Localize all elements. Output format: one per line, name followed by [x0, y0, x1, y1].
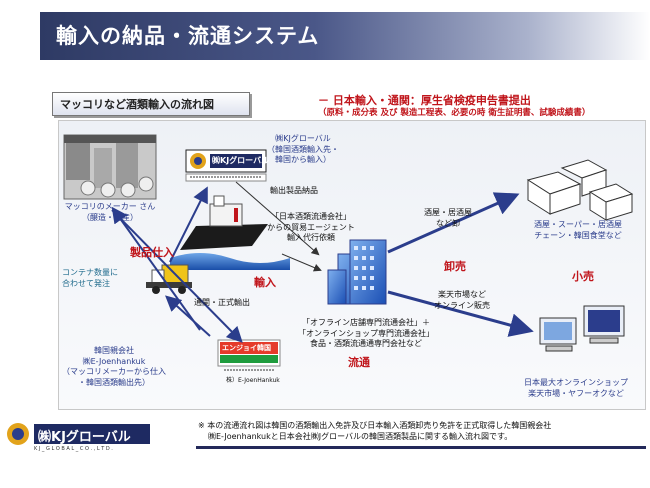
distributor-label-line1: 「オフライン店舗専門流通会社」＋: [302, 318, 430, 327]
export-label-line2: ㈱E-Joenhankuk: [82, 356, 146, 366]
wholesale-label: 卸売: [444, 260, 466, 273]
izakaya-label-line2: など卸: [436, 218, 460, 228]
export-company-label: 韓国親会社 ㈱E-Joenhankuk （マッコリメーカーから仕入 ・韓国酒類輸…: [60, 346, 168, 388]
agent-label-line1: 「日本酒類流通会社」: [271, 212, 351, 221]
rakuten-label-line2: オンライン販売: [434, 300, 490, 310]
cargo-ship-icon: [170, 195, 290, 270]
footer-logo-graphic: [7, 423, 150, 445]
agent-label-line2: からの貿易エージェント: [267, 222, 355, 232]
footer-logo-subtext: K J _ G L O B A L _ C O . , L T D .: [34, 446, 113, 452]
bottom-rule: [196, 446, 646, 449]
import-label: 輸入: [254, 276, 276, 289]
ejoen-logo-label: 株）E-JoenHankuk: [226, 377, 280, 384]
online-label-line1: 日本最大オンラインショップ: [524, 378, 628, 387]
footer-logo: ㈱KJグローバル K J _ G L O B A L _ C O . , L T…: [4, 416, 154, 456]
factory-photo: [63, 134, 157, 200]
truck-icon: [146, 264, 192, 294]
online-label-line2: 楽天市場・ヤフーオクなど: [528, 388, 624, 398]
footnote-line1: ※ 本の流通流れ図は韓国の酒類輸出入免許及び日本輸入酒類卸売り免許を正式取得した…: [198, 421, 552, 430]
container-note-line2: 合わせて発注: [62, 278, 110, 288]
container-note-line1: コンテナ数量に: [62, 268, 118, 277]
stores-label-line2: チェーン・韓国食堂など: [534, 230, 622, 240]
purchase-label: 製品仕入: [130, 246, 174, 259]
subtitle-box: [52, 92, 250, 116]
header-banner: [40, 12, 650, 60]
page-title: 輸入の納品・流通システム: [56, 24, 320, 48]
online-shop-label: 日本最大オンラインショップ 楽天市場・ヤフーオクなど: [506, 378, 646, 399]
distributor-building-icon: [327, 239, 387, 305]
stores-label-line1: 酒屋・スーパー・居酒屋: [534, 220, 622, 229]
container-note: コンテナ数量に 合わせて発注: [62, 268, 132, 289]
kj-label-line2: （韓国酒類輸入先・: [267, 144, 339, 154]
kj-global-label: ㈱KJグローバル （韓国酒類輸入先・ 韓国から輸入）: [264, 134, 342, 166]
izakaya-label: 酒屋・居酒屋 など卸: [424, 208, 472, 229]
retail-label: 小売: [572, 270, 594, 283]
kj-label-line1: ㈱KJグローバル: [275, 134, 331, 143]
export-label-line4: ・韓国酒類輸出先）: [78, 377, 150, 387]
distribution-label: 流通: [348, 356, 370, 369]
maker-label-line2: （醸造・生産）: [82, 212, 138, 222]
footnote-line2: ㈱E-Joenhankukと日本会社㈱Jグローバルの韓国酒類製品に関する輸入流れ…: [208, 432, 513, 441]
stores-icon: [526, 159, 634, 221]
customs-note-detail: （原料・成分表 及び 製造工程表、必要の時 衛生証明書、試験成績書）: [318, 108, 591, 118]
footnote: ※ 本の流通流れ図は韓国の酒類輸出入免許及び日本輸入酒類卸売り免許を正式取得した…: [198, 420, 551, 442]
distributor-label-line3: 食品・酒類流通通専門会社など: [310, 339, 422, 348]
rakuten-label-line1: 楽天市場など: [438, 290, 486, 299]
kj-label-line3: 韓国から輸入）: [275, 155, 331, 164]
footer-logo-text: ㈱KJグローバル: [38, 430, 131, 445]
ejoen-logo: [217, 339, 281, 371]
agent-label-line3: 輸入代行依頼: [287, 233, 335, 242]
maker-label-line1: マッコリのメーカー さん: [64, 202, 156, 211]
distributor-label-line2: 「オンラインショップ専門流通会社」: [298, 328, 434, 338]
flow-arrows: [111, 181, 534, 343]
computers-icon: [539, 305, 625, 352]
maker-label: マッコリのメーカー さん （醸造・生産）: [60, 202, 160, 223]
kj-logo-center: [185, 149, 267, 182]
izakaya-label-line1: 酒屋・居酒屋: [424, 208, 472, 217]
agent-label: 「日本酒類流通会社」 からの貿易エージェント 輸入代行依頼: [256, 212, 366, 244]
customs-note-title: － 日本輸入・通関：厚生省検疫申告書提出: [318, 94, 531, 107]
export-label-line1: 韓国親会社: [94, 346, 134, 355]
customs-export-label: 通関・正式輸出: [194, 298, 250, 307]
rakuten-label: 楽天市場など オンライン販売: [434, 290, 490, 311]
stores-label: 酒屋・スーパー・居酒屋 チェーン・韓国食堂など: [516, 220, 640, 241]
subtitle: マッコリなど酒類輸入の流れ図: [60, 98, 214, 111]
ejoen-logo-text: エンジョイ韓国: [222, 344, 271, 352]
export-label-line3: （マッコリメーカーから仕入: [62, 367, 166, 376]
distributor-label: 「オフライン店舗専門流通会社」＋ 「オンラインショップ専門流通会社」 食品・酒類…: [296, 318, 436, 350]
delivery-label: 輸出製品納品: [270, 186, 318, 195]
kj-logo-text: ㈱KJグローバル: [212, 156, 270, 165]
